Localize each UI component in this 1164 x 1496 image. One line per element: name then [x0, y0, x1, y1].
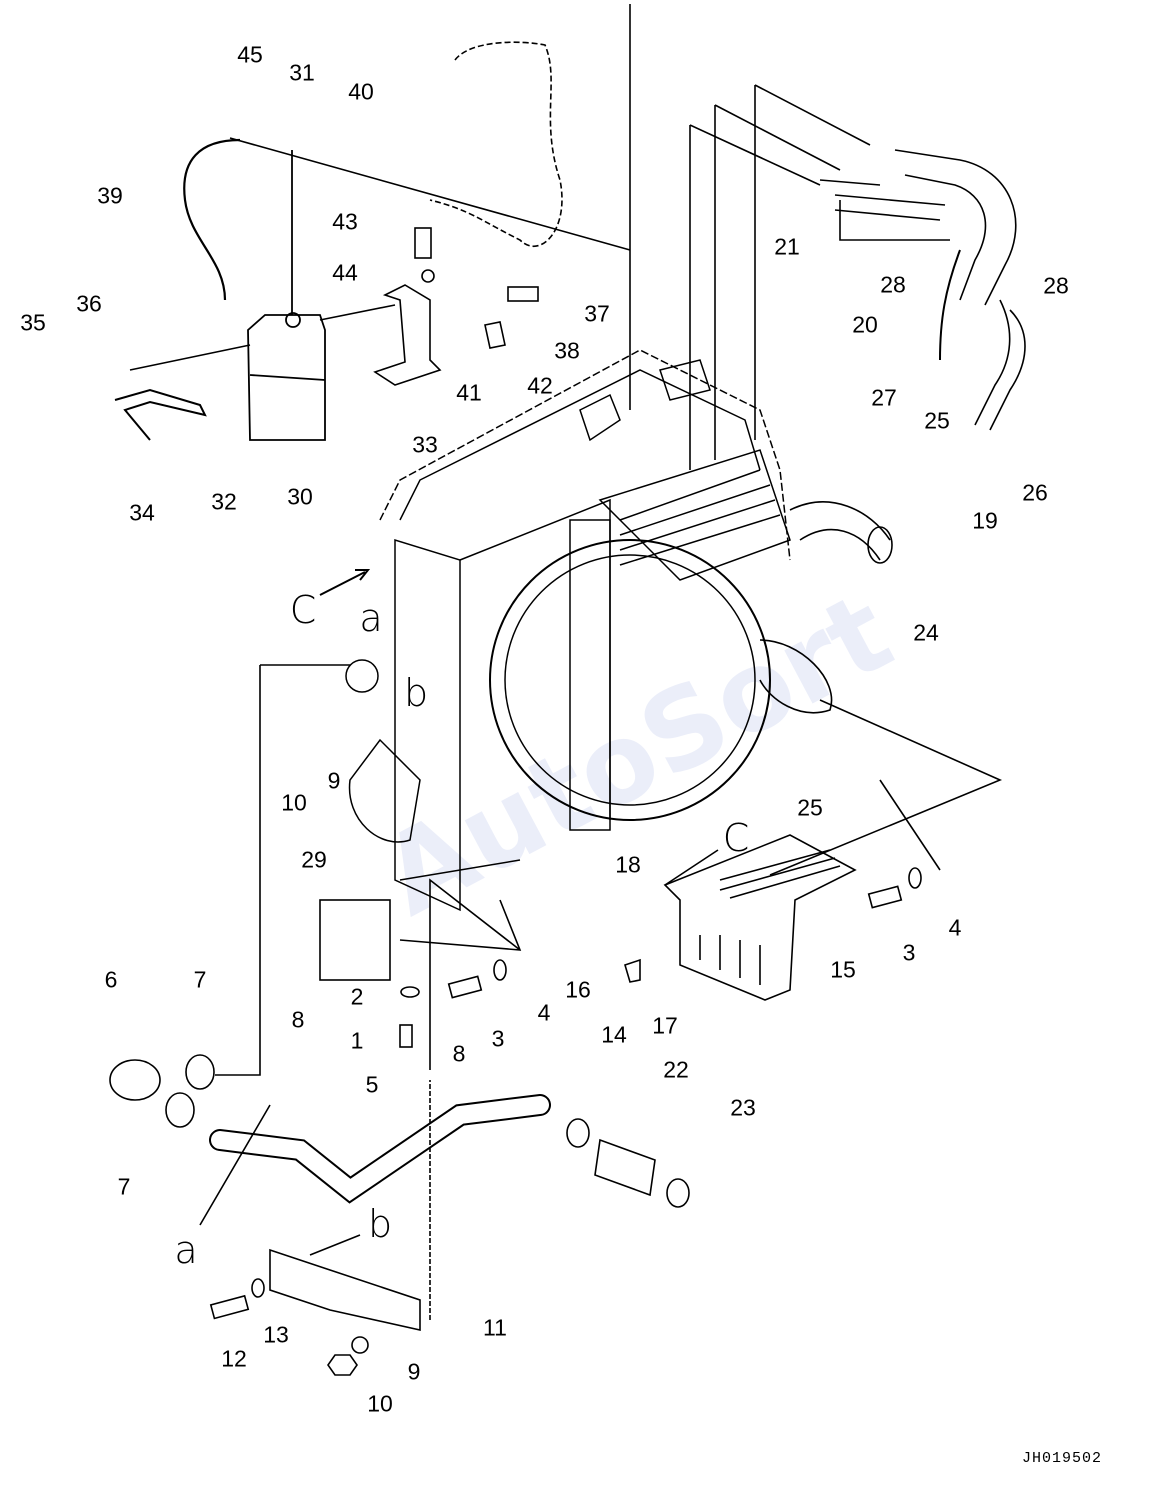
callout-41: 41 — [456, 379, 482, 406]
radiator-guard — [663, 834, 857, 1001]
callout-21: 21 — [774, 233, 800, 260]
bolt-3 — [447, 975, 483, 999]
plate-11 — [269, 1248, 421, 1331]
view-marker-b-lower: b — [367, 1202, 393, 1246]
callout-28: 28 — [880, 271, 906, 298]
callout-45: 45 — [237, 41, 263, 68]
washer-4 — [493, 959, 507, 981]
callout-10b: 10 — [367, 1390, 393, 1417]
view-marker-a-lower: a — [174, 1228, 198, 1272]
callout-25b: 25 — [797, 794, 823, 821]
callout-22: 22 — [663, 1056, 689, 1083]
bracket-16 — [624, 958, 641, 983]
elbow-6 — [109, 1059, 161, 1101]
view-marker-c: C — [289, 588, 317, 632]
callout-17: 17 — [652, 1012, 678, 1039]
callout-1: 1 — [350, 1027, 364, 1054]
callout-9b: 9 — [407, 1358, 421, 1385]
upper-hose — [898, 153, 1015, 304]
callout-8: 8 — [291, 1006, 305, 1033]
callout-3b: 3 — [491, 1025, 505, 1052]
callout-43: 43 — [332, 208, 358, 235]
callout-38: 38 — [554, 337, 580, 364]
callout-24: 24 — [913, 619, 939, 646]
callout-34: 34 — [129, 499, 155, 526]
callout-14: 14 — [601, 1021, 627, 1048]
bolt-1 — [399, 1024, 413, 1048]
bolt-37 — [507, 286, 539, 302]
callout-35: 35 — [20, 309, 46, 336]
radiator-assembly — [345, 349, 791, 912]
callout-36: 36 — [76, 290, 102, 317]
drawing-code: JH019502 — [1022, 1450, 1103, 1467]
callout-33: 33 — [412, 431, 438, 458]
callout-32: 32 — [211, 488, 237, 515]
callout-6: 6 — [104, 966, 118, 993]
callout-25: 25 — [924, 407, 950, 434]
callout-3: 3 — [902, 939, 916, 966]
breather-hose-39 — [183, 138, 241, 301]
callout-15: 15 — [830, 956, 856, 983]
callout-8b: 8 — [452, 1040, 466, 1067]
callout-10: 10 — [281, 789, 307, 816]
view-marker-c-lower: C — [722, 816, 750, 860]
callout-37: 37 — [584, 300, 610, 327]
callout-23: 23 — [730, 1094, 756, 1121]
lower-hose-outlet — [789, 501, 891, 561]
callout-27: 27 — [871, 384, 897, 411]
reserve-tank — [247, 150, 326, 441]
callout-28b: 28 — [1043, 272, 1069, 299]
callout-18: 18 — [615, 851, 641, 878]
callout-4: 4 — [948, 914, 962, 941]
callout-20: 20 — [852, 311, 878, 338]
callout-30: 30 — [287, 483, 313, 510]
hose-22 — [594, 1138, 656, 1197]
callout-7: 7 — [193, 966, 207, 993]
callout-2: 2 — [350, 983, 364, 1010]
bracket-33 — [373, 284, 442, 386]
callout-19: 19 — [972, 507, 998, 534]
callout-11: 11 — [483, 1314, 507, 1341]
callout-9: 9 — [327, 767, 341, 794]
bolt-12 — [209, 1294, 250, 1320]
fan-shroud — [489, 539, 771, 821]
callout-4b: 4 — [537, 999, 551, 1026]
overflow-hose — [429, 41, 563, 247]
view-marker-b: b — [403, 671, 429, 715]
callout-31: 31 — [289, 59, 315, 86]
callout-12: 12 — [221, 1345, 247, 1372]
callout-7b: 7 — [117, 1173, 131, 1200]
callout-13: 13 — [263, 1321, 289, 1348]
callout-5: 5 — [365, 1071, 379, 1098]
callout-29: 29 — [301, 846, 327, 873]
callout-40: 40 — [348, 78, 374, 105]
bracket-34 — [114, 388, 207, 441]
callout-44: 44 — [332, 259, 358, 286]
callout-16: 16 — [565, 976, 591, 1003]
view-marker-a: a — [359, 596, 383, 640]
clamp-42 — [484, 321, 506, 349]
callout-26: 26 — [1022, 479, 1048, 506]
callout-42: 42 — [527, 372, 553, 399]
washer-44 — [421, 269, 435, 283]
cover-29 — [319, 899, 391, 981]
callout-39: 39 — [97, 182, 123, 209]
bolt-43 — [414, 227, 432, 259]
washer-2 — [400, 986, 420, 998]
